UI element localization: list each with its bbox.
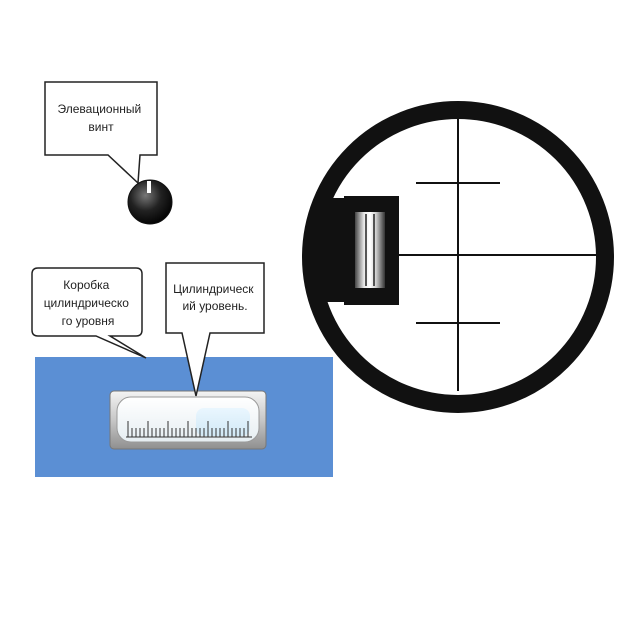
callout-level-box-line: Коробка — [63, 278, 109, 292]
callout-elevation-screw-text: Элевационный винт — [58, 102, 145, 134]
callout-cylindrical-level: Цилиндрическ ий уровень. — [165, 262, 265, 397]
reticle-level-vial — [355, 212, 385, 288]
callout-elevation-screw-line: Элевационный — [58, 102, 142, 116]
reticle-icon — [302, 101, 614, 413]
callout-level-box: Коробка цилиндрическо го уровня — [31, 267, 147, 359]
level-scale — [127, 421, 249, 437]
reticle-level-mount — [320, 198, 346, 302]
callout-level-box-text: Коробка цилиндрическо го уровня — [44, 278, 133, 328]
callout-level-box-line: го уровня — [62, 314, 115, 328]
callout-elevation-screw-line: винт — [88, 120, 114, 134]
callout-elevation-screw: Элевационный винт — [44, 81, 158, 185]
callout-cylindrical-level-line: Цилиндрическ — [173, 282, 254, 296]
callout-cylindrical-level-line: ий уровень. — [182, 299, 247, 313]
elevation-knob-icon — [127, 179, 173, 225]
spirit-level-vial-icon — [109, 390, 267, 450]
callout-level-box-line: цилиндрическо — [44, 296, 130, 310]
callout-cylindrical-level-text: Цилиндрическ ий уровень. — [173, 282, 257, 313]
